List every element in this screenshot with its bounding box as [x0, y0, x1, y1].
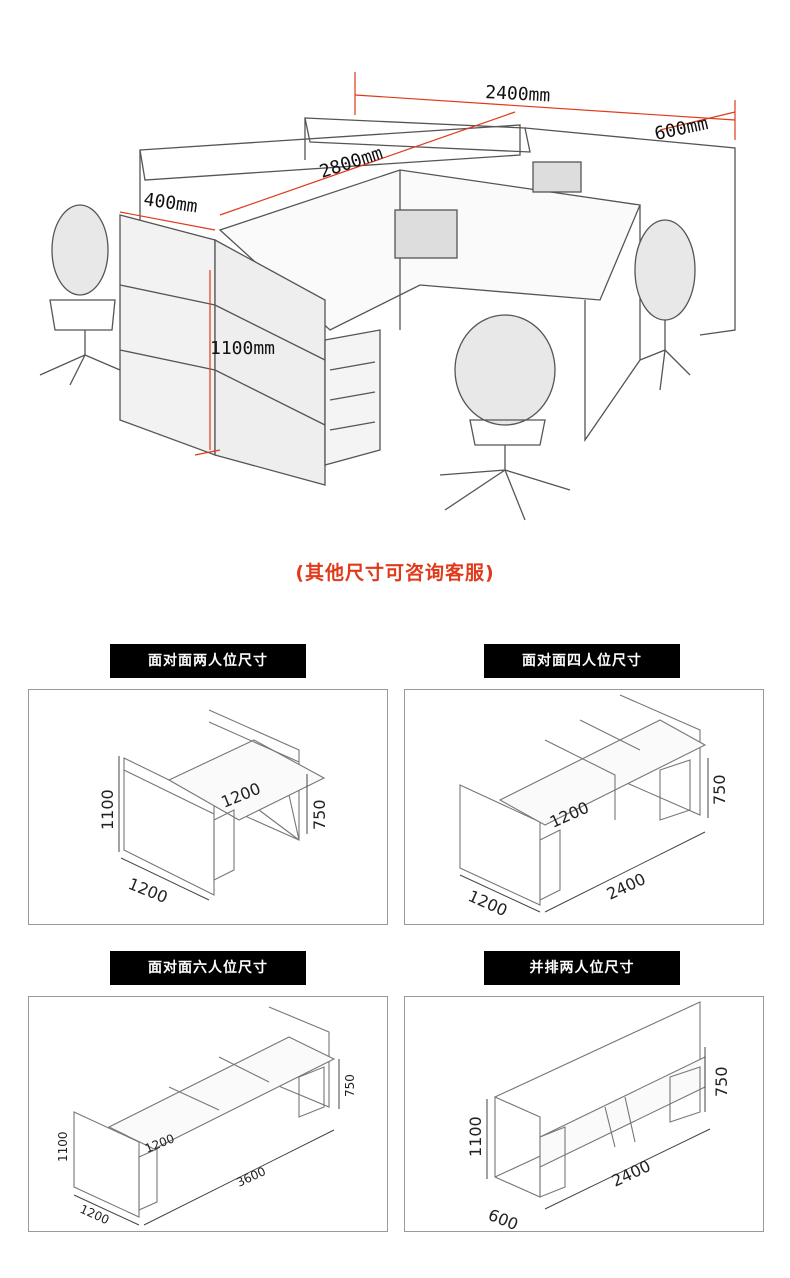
dim-depth-label: 600mm: [653, 113, 710, 145]
dim-length-label: 2800mm: [317, 143, 385, 183]
p3-height: 1100: [56, 1131, 70, 1162]
diagram-2p: 1100 750 1200 1200: [98, 709, 329, 907]
dim-side-label: 400mm: [142, 189, 199, 217]
p4-width: 2400: [609, 1156, 654, 1190]
p4-depth: 600: [486, 1205, 521, 1231]
p2-side: 1200: [465, 886, 510, 920]
p1-width: 1200: [126, 874, 171, 907]
diagram-6p: 1100 750 1200 3600 1200: [56, 1006, 357, 1227]
dim-height-label: 1100mm: [210, 338, 275, 359]
p3-width: 3600: [234, 1164, 268, 1190]
dim-width-label: 2400mm: [485, 82, 551, 106]
diagram-4p: 750 1200 2400 1200: [459, 694, 729, 920]
p3-desk-height: 750: [343, 1074, 357, 1097]
panel-2p-face-to-face: 1100 750 1200 1200: [28, 689, 388, 925]
panel-side-by-side-2p: 1100 750 2400 600: [404, 996, 764, 1232]
p2-width: 2400: [604, 869, 649, 903]
panel-title-6p: 面对面六人位尺寸: [110, 951, 306, 985]
p1-height: 1100: [98, 789, 117, 830]
panel-6p-face-to-face: 1100 750 1200 3600 1200: [28, 996, 388, 1232]
hero-workstation-illustration: 2400mm 2800mm 600mm 400mm 1100mm: [39, 72, 736, 521]
p2-desk-height: 750: [710, 774, 729, 805]
contact-note: (其他尺寸可咨询客服): [295, 562, 495, 584]
panel-title-2p: 面对面两人位尺寸: [110, 644, 306, 678]
p4-desk-height: 750: [712, 1066, 731, 1097]
panel-4p-face-to-face: 750 1200 2400 1200: [404, 689, 764, 925]
p3-side: 1200: [78, 1202, 112, 1227]
p1-desk-height: 750: [310, 799, 329, 830]
diagram-side-2p: 1100 750 2400 600: [466, 1001, 731, 1231]
panel-title-side-2p: 并排两人位尺寸: [484, 951, 680, 985]
panel-title-4p: 面对面四人位尺寸: [484, 644, 680, 678]
p4-height: 1100: [466, 1116, 485, 1157]
